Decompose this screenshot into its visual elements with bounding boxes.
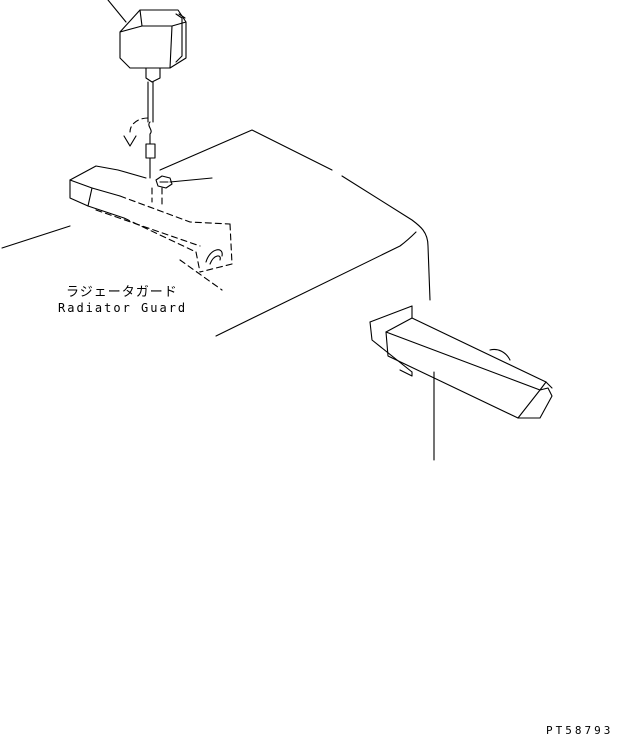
right-mount-bracket [369, 305, 553, 461]
mounting-nut [151, 175, 213, 207]
nut-leader-line [169, 177, 213, 183]
drawing-number: PT58793 [546, 724, 614, 737]
lamp-leader-line [107, 0, 127, 23]
radiator-guard-label-en: Radiator Guard [58, 301, 188, 315]
guard-edge-line [1, 225, 71, 249]
machine-hood [159, 129, 431, 337]
radiator-guard-label-jp: ラジェータガード [66, 285, 178, 300]
work-lamp [119, 9, 187, 123]
install-path-arrow [129, 117, 149, 133]
radiator-guard-bracket [69, 165, 233, 291]
lamp-wire [123, 117, 156, 179]
